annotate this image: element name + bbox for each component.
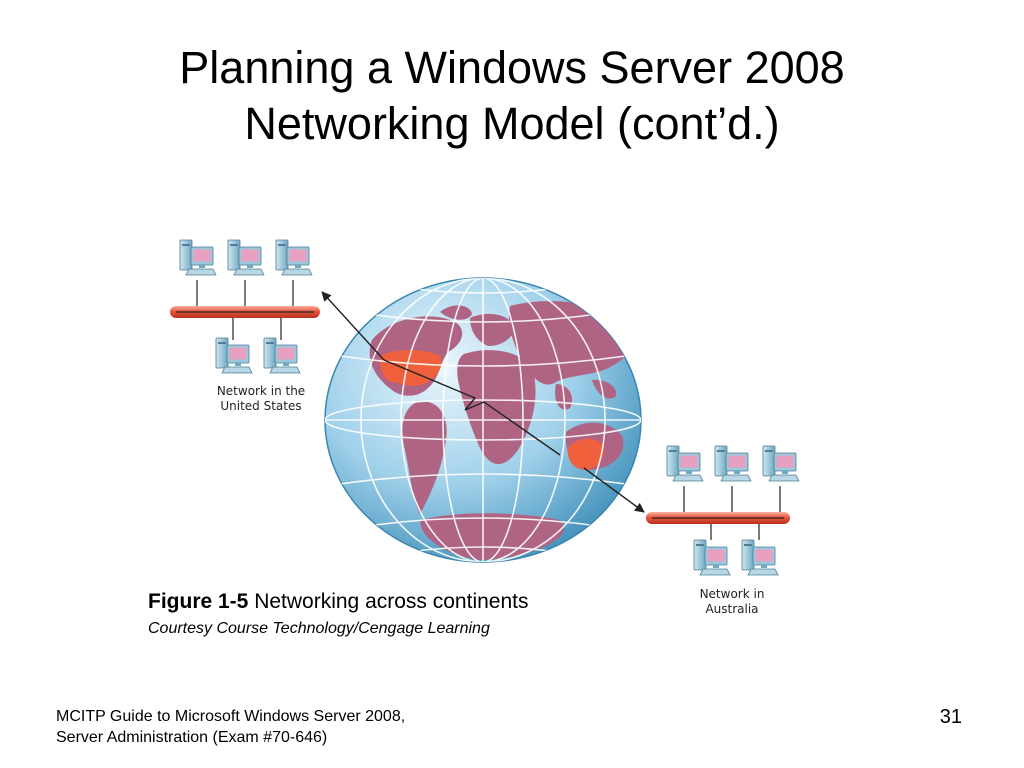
us-computer-5 [263,337,301,374]
footer-line-2: Server Administration (Exam #70-646) [56,729,328,746]
us-network-label-line-1: Network in the [217,384,305,398]
us-computer-1 [179,239,217,276]
us-network: Network in the United States [170,239,320,413]
au-network-label-line-2: Australia [705,602,758,616]
slide-title: Planning a Windows Server 2008 Networkin… [0,40,1024,152]
au-computer-1 [666,445,704,482]
au-computer-4 [693,539,731,576]
au-network-label-line-1: Network in [700,587,765,601]
au-computer-5 [741,539,779,576]
figure-caption-text: Networking across continents [248,590,529,613]
us-computer-4 [215,337,253,374]
figure-number: Figure 1-5 [148,590,249,613]
us-computer-2 [227,239,265,276]
australia-network: Network in Australia [646,445,800,616]
au-computer-2 [714,445,752,482]
slide-title-line-1: Planning a Windows Server 2008 [179,42,845,93]
slide-title-line-2: Networking Model (cont’d.) [244,98,780,149]
slide-footer: MCITP Guide to Microsoft Windows Server … [56,706,405,748]
us-computer-3 [275,239,313,276]
us-network-label-line-2: United States [220,399,301,413]
globe [324,277,642,563]
footer-line-1: MCITP Guide to Microsoft Windows Server … [56,708,406,725]
figure-caption: Figure 1-5 Networking across continents [148,590,529,614]
globe-grid [325,278,641,562]
wan-connection [321,291,645,513]
page-number: 31 [939,706,962,728]
figure-credit: Courtesy Course Technology/Cengage Learn… [148,620,490,637]
au-computer-3 [762,445,800,482]
australia-highlight [567,438,605,470]
